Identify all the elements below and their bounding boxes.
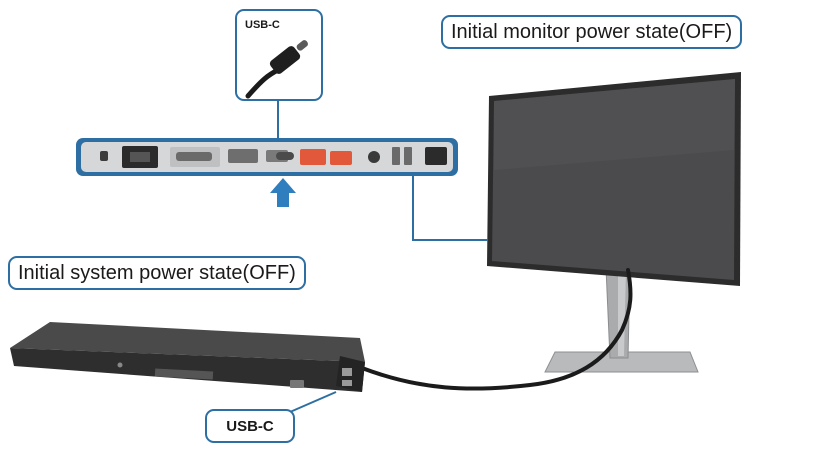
system-power-state-callout: Initial system power state(OFF) <box>8 256 306 290</box>
usb-c-top-label: USB-C <box>245 19 280 31</box>
monitor-stand <box>544 267 699 373</box>
usb-c-top-callout <box>235 9 323 140</box>
power-inlet-right-icon <box>425 147 447 165</box>
usb-c-port-icon <box>276 152 294 160</box>
monitor-port-panel <box>76 138 458 176</box>
usb-c-bottom-callout: USB-C <box>205 409 295 443</box>
usb-c-cable <box>360 268 633 391</box>
usb-c-plug-icon <box>245 40 308 99</box>
lock-slot-icon <box>100 151 108 161</box>
monitor <box>487 72 741 286</box>
dock-to-usbc-line <box>289 391 337 413</box>
panel-to-monitor-line <box>412 172 488 241</box>
docking-station <box>10 322 365 392</box>
up-arrow-icon <box>270 178 296 207</box>
orange-port-2-icon <box>330 151 352 165</box>
monitor-power-state-callout: Initial monitor power state(OFF) <box>441 15 743 49</box>
orange-port-1-icon <box>300 149 326 165</box>
audio-jack-icon <box>368 151 380 163</box>
